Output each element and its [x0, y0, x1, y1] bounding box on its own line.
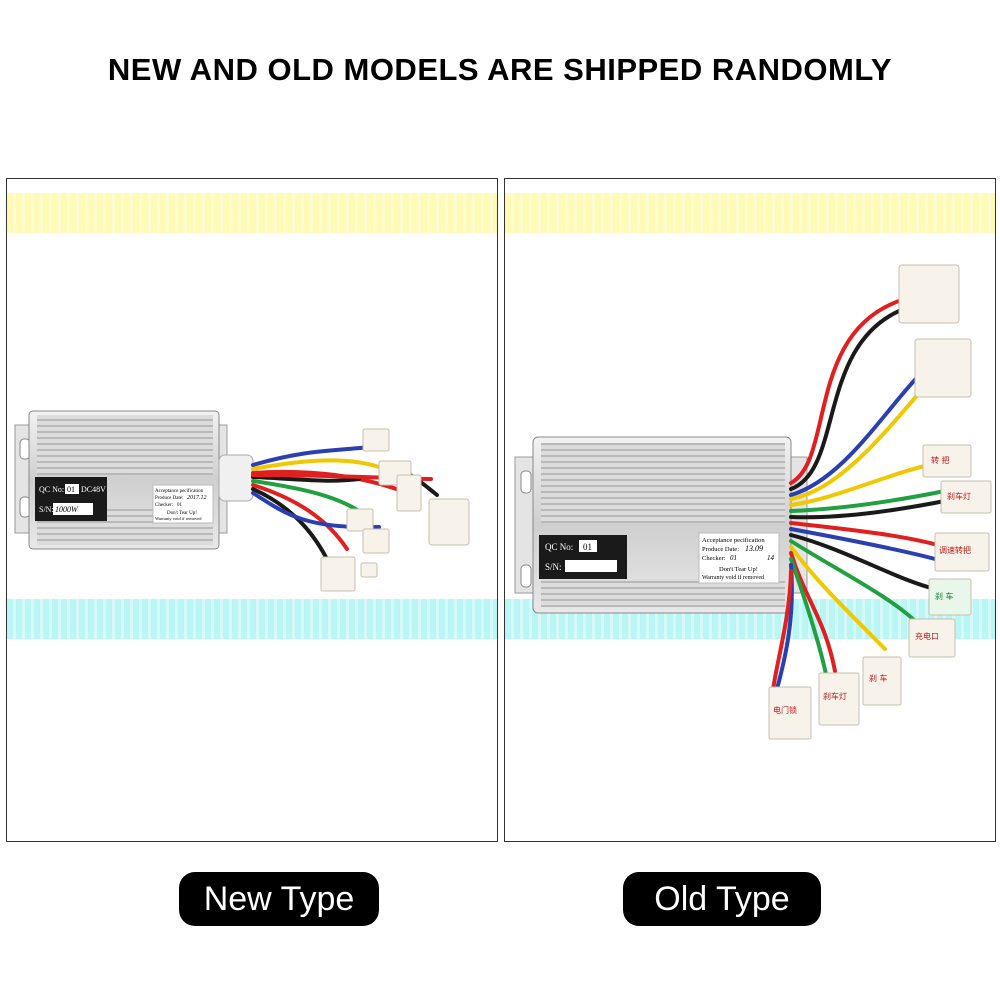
cyan-highlight-band	[7, 599, 497, 639]
checker-extra: 14	[767, 554, 775, 562]
wire-connectors	[320, 428, 470, 592]
spec-line1: Acceptance pecification	[702, 537, 765, 544]
connector	[940, 480, 992, 514]
connector	[914, 338, 972, 398]
old-type-label: Old Type	[623, 872, 821, 926]
connector	[862, 656, 902, 706]
new-type-photo-panel: QC No: 01 DC48V S/N: 1000W Acceptance pe…	[6, 178, 498, 842]
warn-line2: Warranty void if removed	[702, 574, 764, 581]
date-value: 13.09	[745, 544, 763, 553]
connector	[320, 556, 356, 592]
spec-line2: Produce Date:	[702, 546, 739, 553]
connector	[396, 474, 422, 512]
old-type-photo-panel: QC No: 01 S/N: Acceptance pecification P…	[504, 178, 996, 842]
connector	[922, 444, 972, 478]
connector	[768, 686, 812, 740]
spec-line3: Checker:	[155, 503, 173, 508]
tag-label: 调速转把	[939, 545, 971, 555]
connector	[908, 618, 956, 658]
spec-line3: Checker:	[702, 555, 726, 562]
connector	[428, 498, 470, 546]
tag-label: 充电口	[915, 631, 939, 641]
spec-sticker	[152, 484, 214, 524]
connector	[362, 528, 390, 554]
connector	[346, 508, 374, 532]
sn-value: 1000W	[55, 505, 79, 514]
spec-sticker	[698, 532, 780, 584]
connector	[898, 264, 960, 324]
sn-label: S/N:	[39, 505, 54, 514]
warn-line1: Don't Tear Up!	[167, 511, 197, 516]
wire-connectors	[768, 264, 992, 740]
yellow-highlight-band	[505, 193, 995, 233]
sn-label: S/N:	[545, 562, 562, 572]
connector	[818, 672, 860, 726]
new-controller-illustration: QC No: 01 DC48V S/N: 1000W Acceptance pe…	[14, 410, 470, 592]
spec-line1: Acceptance pecification	[155, 489, 204, 494]
old-controller-illustration: QC No: 01 S/N: Acceptance pecification P…	[514, 264, 992, 740]
tag-label: 刹 车	[935, 591, 954, 601]
connector	[934, 532, 990, 572]
date-value: 2017.12	[187, 495, 207, 501]
new-type-label: New Type	[179, 872, 379, 926]
tag-label: 刹车灯	[823, 691, 847, 701]
checker-value: 01	[730, 554, 737, 562]
spec-line2: Produce Date:	[155, 496, 183, 501]
yellow-highlight-band	[7, 193, 497, 233]
qc-label: QC No:	[545, 542, 573, 552]
tag-label: 电门锁	[773, 705, 797, 715]
connector	[360, 562, 378, 578]
voltage-text: DC48V	[81, 485, 106, 494]
qc-value: 01	[67, 485, 75, 494]
qc-value: 01	[583, 542, 592, 552]
tag-label: 刹 车	[869, 673, 888, 683]
warn-line1: Don't Tear Up!	[719, 566, 758, 573]
warn-line2: Warranty void if removed	[155, 516, 202, 521]
qc-label: QC No:	[39, 485, 64, 494]
tag-label: 刹车灯	[947, 491, 971, 501]
connector	[362, 428, 390, 452]
tag-label: 转 把	[931, 455, 950, 465]
checker-value: 01	[177, 503, 183, 508]
connector	[928, 578, 972, 616]
headline: NEW AND OLD MODELS ARE SHIPPED RANDOMLY	[107, 52, 893, 87]
